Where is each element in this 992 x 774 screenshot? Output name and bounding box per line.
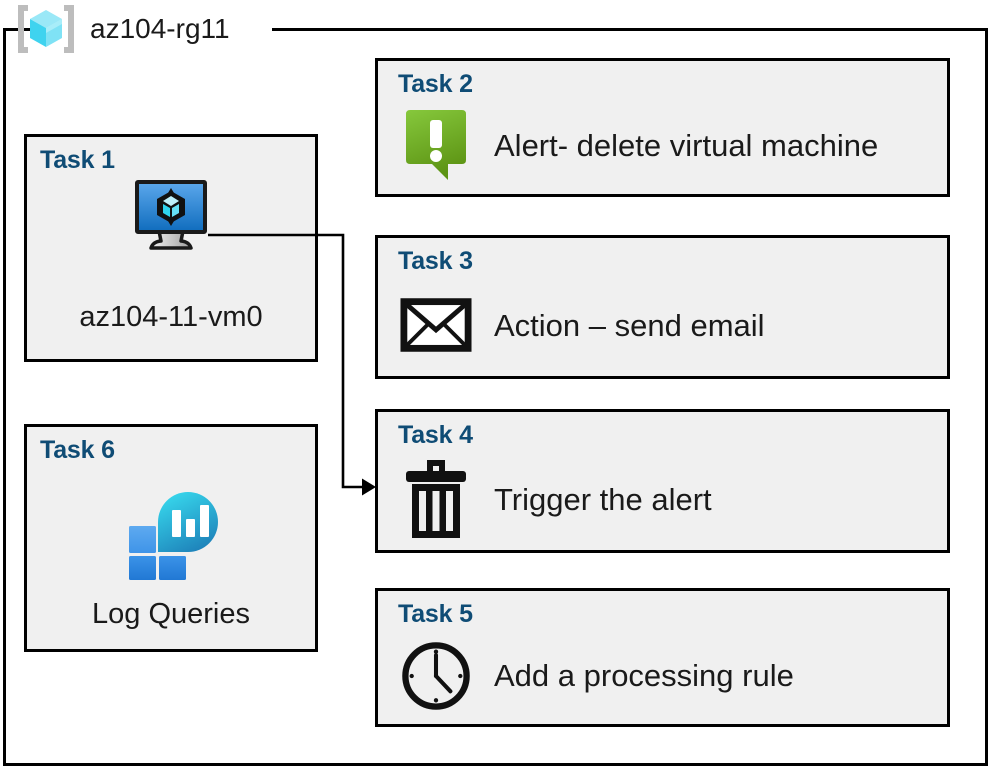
task2-title: Task 2 xyxy=(398,70,473,98)
task2-label: Alert- delete virtual machine xyxy=(494,128,879,163)
trash-delete-icon xyxy=(406,460,466,538)
task4-icon-wrap xyxy=(400,457,472,541)
resource-group-border xyxy=(3,28,988,766)
task4-title: Task 4 xyxy=(398,421,473,449)
task3-row: Action – send email xyxy=(400,278,939,372)
task3-icon-wrap xyxy=(400,297,472,353)
log-analytics-icon xyxy=(129,492,218,580)
task5-title: Task 5 xyxy=(398,600,473,628)
task1-label: az104-11-vm0 xyxy=(79,301,263,333)
task2-card[interactable]: Task 2 Alert- delete virtual machine xyxy=(375,58,950,197)
envelope-icon xyxy=(400,298,472,352)
task3-label: Action – send email xyxy=(494,307,765,343)
resource-group-cube-icon xyxy=(18,5,74,53)
task5-label: Add a processing rule xyxy=(494,658,794,693)
task6-label: Log Queries xyxy=(92,598,250,630)
alert-exclamation-icon xyxy=(406,109,466,180)
task1-title: Task 1 xyxy=(40,146,115,174)
task5-icon-wrap xyxy=(400,636,472,716)
task3-title: Task 3 xyxy=(398,247,473,275)
task6-card[interactable]: Task 6 xyxy=(24,424,318,652)
task4-label: Trigger the alert xyxy=(494,481,712,517)
task2-row: Alert- delete virtual machine xyxy=(400,101,939,190)
resource-group-name: az104-rg11 xyxy=(90,13,230,44)
task5-row: Add a processing rule xyxy=(400,631,939,720)
resource-group-border-top-right xyxy=(272,28,988,31)
task4-card[interactable]: Task 4 Trigger the alert xyxy=(375,409,950,553)
task3-card[interactable]: Task 3 Action – send email xyxy=(375,235,950,379)
task1-card[interactable]: Task 1 xyxy=(24,134,318,362)
resource-group-header: az104-rg11 xyxy=(14,0,230,58)
task6-title: Task 6 xyxy=(40,436,115,464)
task1-icon-wrap xyxy=(27,177,315,255)
task5-card[interactable]: Task 5 Add a processing rule xyxy=(375,588,950,727)
task6-icon-wrap xyxy=(27,482,315,582)
task4-row: Trigger the alert xyxy=(400,452,939,546)
virtual-machine-icon xyxy=(135,180,207,250)
clock-icon xyxy=(402,641,470,710)
task2-icon-wrap xyxy=(400,107,472,185)
